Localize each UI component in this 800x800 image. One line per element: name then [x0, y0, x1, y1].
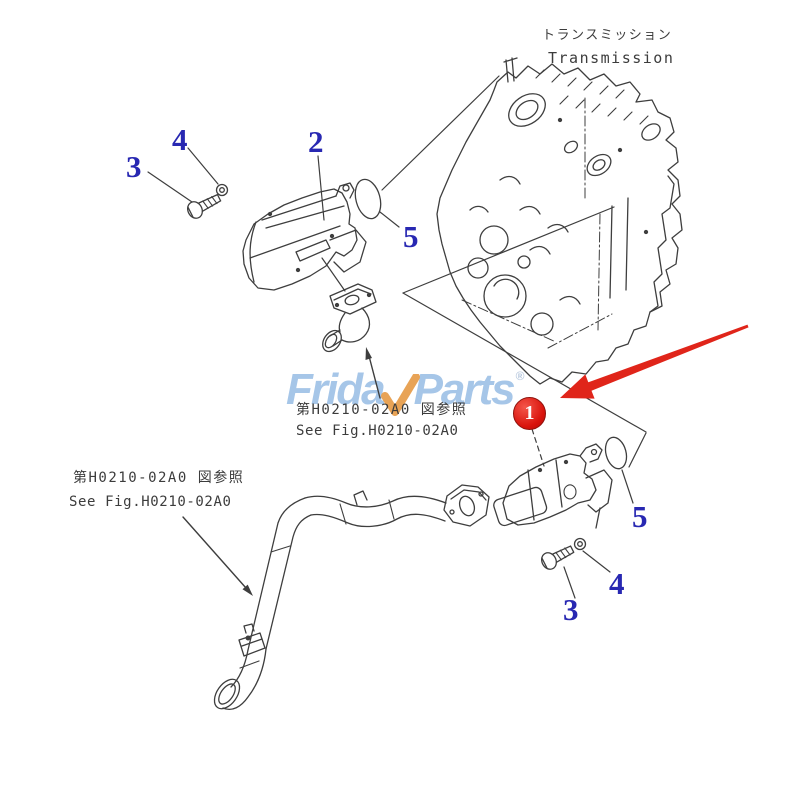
bolt-bottom-drawing [541, 545, 575, 570]
callout-3-top: 3 [126, 149, 142, 184]
fig-reference-center-arrow [365, 347, 381, 399]
oring-bottom-drawing [604, 436, 628, 470]
washer-top-drawing [215, 183, 229, 197]
callout-5-top: 5 [403, 219, 419, 254]
callout-1-highlight-badge: 1 [513, 397, 546, 430]
pipe-assembly-drawing [213, 484, 490, 711]
fig-reference-center-en: See Fig.H0210-02A0 [296, 423, 459, 439]
transmission-label-jp: トランスミッション [542, 28, 673, 43]
callout-3-bottom: 3 [563, 592, 579, 627]
callout-2: 2 [308, 124, 324, 159]
checkmark-icon [380, 374, 420, 416]
callout-5-bottom: 5 [632, 499, 648, 534]
oring-top-drawing [354, 178, 382, 220]
pump-assembly-drawing [242, 182, 367, 291]
red-arrow-icon [560, 324, 749, 399]
callout-1-label: 1 [524, 402, 535, 424]
fig-reference-left-jp: 第H0210-02A0 図参照 [73, 470, 245, 486]
fig-reference-center-jp: 第H0210-02A0 図参照 [296, 402, 468, 418]
watermark-brand-prefix: Frida [286, 365, 386, 414]
registered-trademark-symbol: ® [515, 369, 525, 383]
bolt-top-drawing [187, 193, 222, 219]
callout-4-top: 4 [172, 122, 188, 157]
fridayparts-watermark: Frida Parts ® [286, 365, 525, 416]
projection-lines [381, 75, 647, 468]
fig-reference-left-arrow [182, 516, 253, 596]
callout-1-leader [531, 428, 545, 467]
valve-assembly-drawing [493, 443, 613, 529]
elbow-fitting-drawing [322, 283, 377, 353]
fig-reference-left-en: See Fig.H0210-02A0 [69, 494, 232, 510]
transmission-housing-drawing [436, 57, 683, 385]
washer-bottom-drawing [573, 537, 587, 551]
transmission-label-en: Transmission [548, 49, 675, 67]
leader-lines [147, 147, 634, 599]
callout-4-bottom: 4 [609, 566, 625, 601]
watermark-brand-suffix: Parts [413, 365, 516, 414]
